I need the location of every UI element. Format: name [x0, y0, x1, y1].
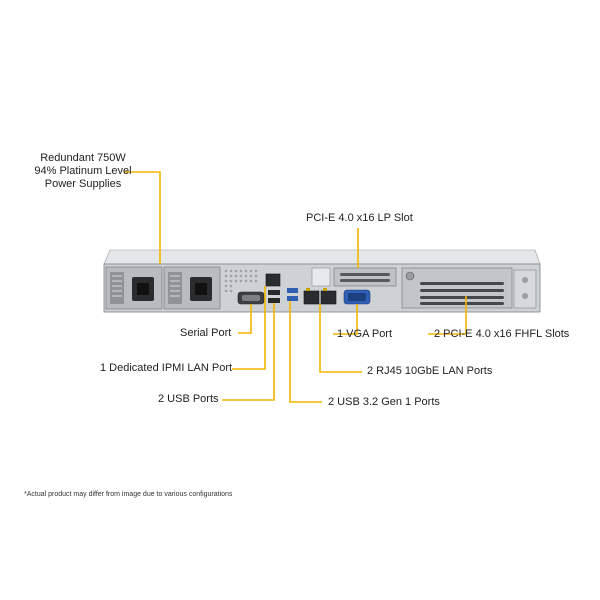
power-supplies-line-2: 94% Platinum Level	[34, 165, 132, 177]
vga-port	[343, 289, 371, 305]
serial-port-label: Serial Port	[180, 327, 232, 339]
ipmi-lan-port-label: 1 Dedicated IPMI LAN Port	[100, 362, 233, 374]
leader-usb	[222, 303, 275, 401]
pcie-fhfl-slots	[401, 267, 537, 309]
power-supplies-line-3: Power Supplies	[44, 178, 122, 190]
power-supplies-line-1: Redundant 750W	[40, 152, 126, 164]
usb32-ports	[287, 288, 298, 301]
chassis-top	[103, 249, 541, 265]
usb-ports	[268, 290, 280, 303]
leader-vga-port	[333, 304, 358, 335]
leader-fhfl	[428, 296, 467, 335]
usb-ports-label: 2 USB Ports	[158, 393, 219, 405]
leader-rj45	[319, 304, 362, 373]
leader-ipmi-lan	[232, 286, 266, 370]
serial-port	[237, 291, 265, 305]
pcie-lp-slot-label: PCI-E 4.0 x16 LP Slot	[306, 212, 413, 224]
power-supply-2	[163, 266, 221, 310]
leader-lines	[124, 171, 467, 403]
vent-holes	[224, 269, 258, 293]
leader-power-supplies	[124, 171, 161, 264]
slot-bracket	[311, 267, 331, 287]
leader-usb32	[289, 301, 322, 403]
pcie-lp-slot	[333, 267, 397, 287]
ipmi-lan-port	[265, 273, 281, 287]
power-supply-1	[105, 266, 163, 310]
leader-serial-port	[238, 304, 252, 334]
rj45-lan-ports-label: 2 RJ45 10GbE LAN Ports	[367, 365, 493, 377]
pcie-fhfl-slots-label: 2 PCI-E 4.0 x16 FHFL Slots	[434, 328, 570, 340]
rj45-lan-ports	[303, 288, 337, 305]
footnote: *Actual product may differ from image du…	[24, 491, 233, 498]
power-supplies-label: Redundant 750W 94% Platinum Level Power …	[26, 152, 140, 191]
usb32-ports-label: 2 USB 3.2 Gen 1 Ports	[328, 396, 440, 408]
vga-port-label: 1 VGA Port	[337, 328, 393, 340]
